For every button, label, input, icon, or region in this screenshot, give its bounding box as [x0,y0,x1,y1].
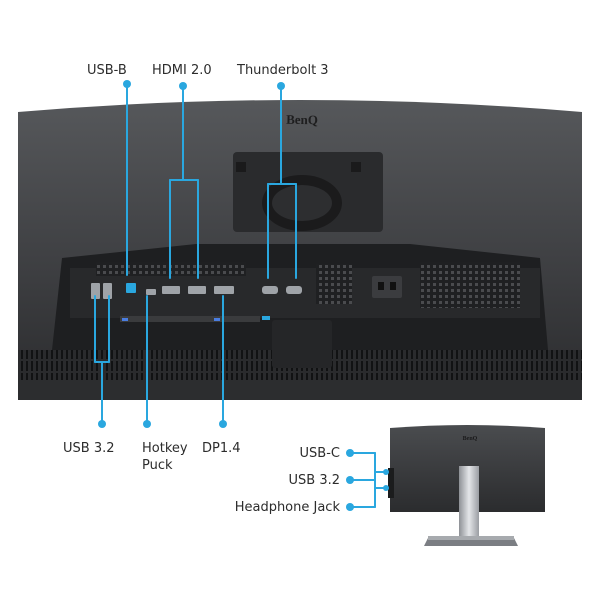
circle-dot-icon [346,476,354,484]
label-hotkey-line1: Hotkey [142,441,188,456]
label-usb-32-rear: USB 3.2 [63,441,115,456]
port-icon [372,276,402,298]
port-icon [286,286,302,294]
circle-dot-icon [179,82,187,90]
circle-dot-icon [219,420,227,428]
side-monitor-neck [459,466,479,538]
port-group [91,276,402,299]
circle-dot-icon [383,469,389,475]
port-icon [126,283,136,293]
label-headphone-jack: Headphone Jack [234,500,340,515]
port-icon [162,286,180,294]
circle-dot-icon [383,485,389,491]
circle-dot-icon [346,503,354,511]
label-usb-b: USB-B [87,63,127,78]
port-icon [188,286,206,294]
cable-cover [272,320,332,368]
callout-lines [94,83,387,508]
port-icon [103,283,112,299]
side-brand-logo: BenQ [463,436,478,442]
circle-dot-icon [123,80,131,88]
port-icon [214,286,234,294]
callout-dots [98,80,389,511]
label-thunderbolt: Thunderbolt 3 [237,63,329,78]
label-usb-32-side: USB 3.2 [288,473,341,488]
label-usb-c-side: USB-C [299,446,340,461]
port-icon [146,289,156,295]
circle-dot-icon [143,420,151,428]
circle-dot-icon [346,449,354,457]
port-icon [91,283,100,299]
brand-logo: BenQ [286,112,318,128]
label-hdmi: HDMI 2.0 [152,63,212,78]
port-icon [262,286,278,294]
label-hotkey-line2: Puck [142,458,173,473]
circle-dot-icon [277,82,285,90]
label-dp: DP1.4 [202,441,241,456]
circle-dot-icon [98,420,106,428]
